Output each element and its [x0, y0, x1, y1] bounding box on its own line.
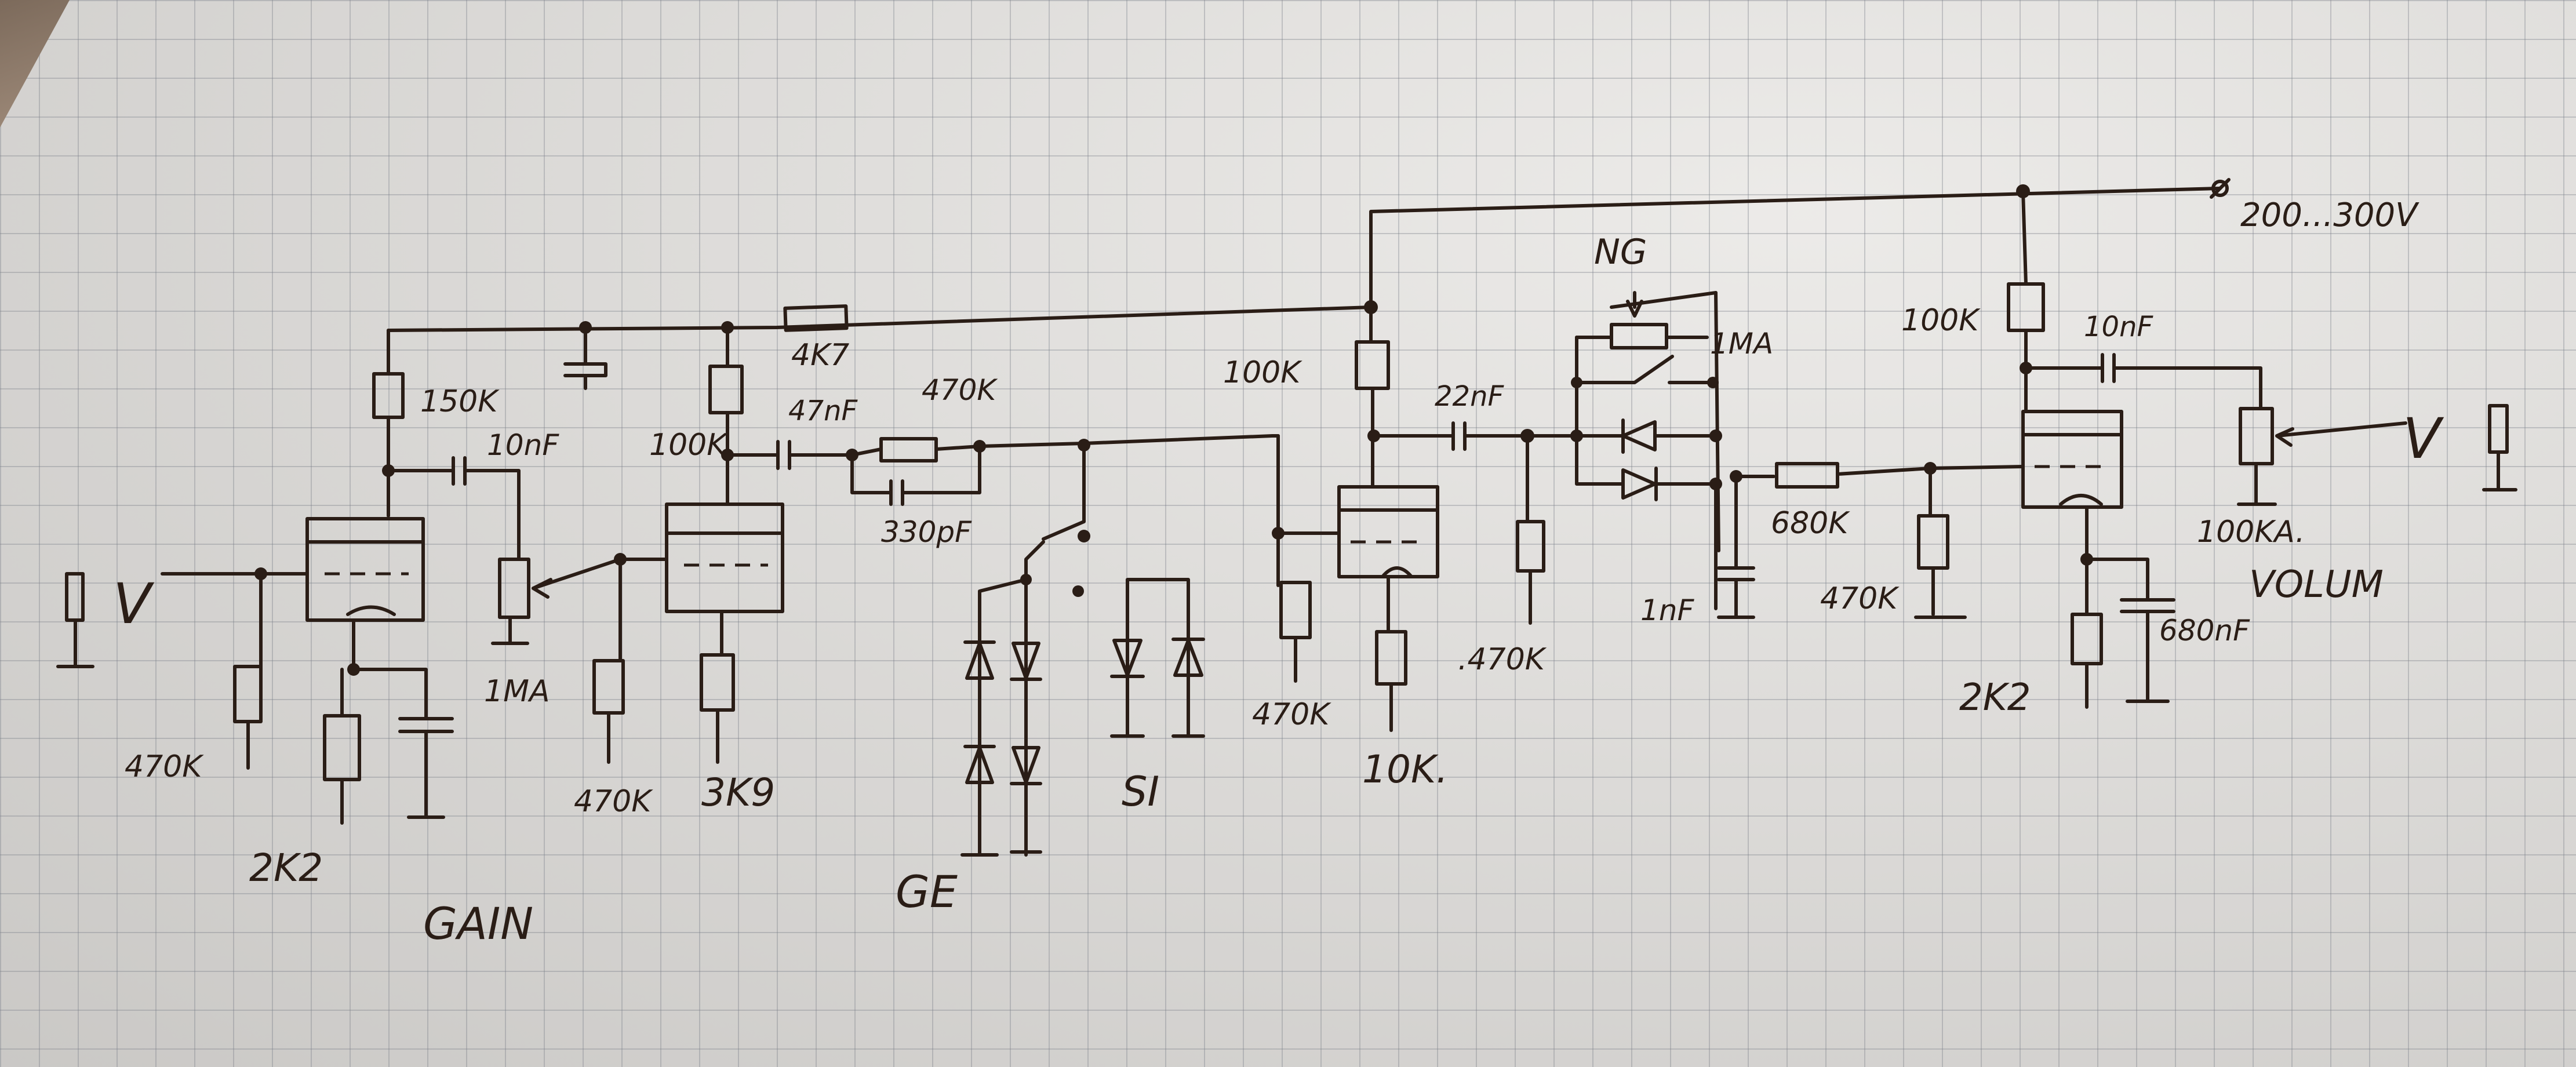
- label-100k-2: 100K: [1223, 355, 1302, 390]
- label-10k: 10K.: [1362, 747, 1448, 792]
- stage-4: 100K 10nF 2K2 680nF 100KA. VOLUM V: [1901, 190, 2517, 719]
- label-gain: GAIN: [423, 898, 533, 949]
- stage-1: 150K 10nF V 470K 2K2: [56, 326, 607, 890]
- label-2k2-1: 2K2: [249, 846, 323, 890]
- output-jack: [2488, 404, 2509, 454]
- label-supply: 200...300V: [2240, 196, 2419, 234]
- supply-terminal: [2211, 180, 2229, 197]
- label-100ka: 100KA.: [2197, 515, 2305, 549]
- resistor-3k9: [700, 653, 735, 712]
- label-470k-grid: 470K: [125, 749, 204, 784]
- label-330pf: 330pF: [881, 515, 972, 549]
- resistor-2k2-2: [2071, 613, 2103, 665]
- pot-1ma-gain: [498, 558, 530, 619]
- label-1nf: 1nF: [1640, 593, 1695, 627]
- label-100k-3: 100K: [1901, 303, 1981, 338]
- label-680k: 680K: [1771, 506, 1850, 541]
- resistor-470k-5: [1917, 514, 1949, 570]
- label-100k-1: 100K: [649, 428, 729, 463]
- resistor-2k2-1: [323, 714, 361, 781]
- label-470k-3: 470K: [1252, 697, 1331, 732]
- label-volum: VOLUM: [2249, 563, 2384, 606]
- stage-3: 470K 100K 22nF 10K. .470K: [1223, 305, 1547, 792]
- label-680nf: 680nF: [2159, 614, 2250, 647]
- label-ng: NG: [1594, 232, 1647, 272]
- resistor-680k: [1775, 462, 1839, 489]
- gain-control: 1MA GAIN: [423, 558, 622, 949]
- label-150k: 150K: [420, 384, 500, 419]
- ng-network: NG 1MA 1nF 680K 470K: [1526, 232, 1967, 627]
- clipping-section: GE SI: [896, 434, 1280, 917]
- input-jack: [65, 572, 85, 622]
- pot-1ma-ng: [1610, 323, 1668, 349]
- label-470k-4: .470K: [1458, 642, 1547, 677]
- label-1ma-ng: 1MA: [1710, 327, 1773, 360]
- input-v-glyph: V: [113, 571, 155, 636]
- output-v-glyph: V: [2403, 406, 2444, 471]
- pot-volume: [2239, 407, 2274, 465]
- resistor-100k-plate4: [2007, 282, 2045, 332]
- label-3k9: 3K9: [701, 770, 775, 815]
- resistor-100k-plate3: [1355, 340, 1390, 390]
- label-470k-2: 470K: [574, 784, 653, 819]
- label-ge: GE: [896, 866, 958, 917]
- label-2k2-2: 2K2: [1959, 676, 2031, 719]
- label-4k7: 4K7: [791, 338, 849, 373]
- label-47nf: 47nF: [788, 395, 858, 427]
- switch-contact-si: [1072, 585, 1084, 597]
- label-si: SI: [1122, 768, 1159, 815]
- resistor-470k-grid: [233, 665, 263, 723]
- junction-dot: [1571, 377, 1582, 388]
- triode-v1a: [305, 517, 425, 622]
- label-22nf: 22nF: [1435, 380, 1505, 413]
- label-470k-top: 470K: [922, 373, 998, 407]
- stage-2: 100K 47nF 470K 330pF 470K 3K9: [574, 326, 998, 819]
- triode-v2b: [2021, 410, 2123, 509]
- label-470k-5: 470K: [1820, 581, 1900, 616]
- switch-pivot: [1078, 530, 1090, 542]
- resistor-470k-3: [1279, 581, 1312, 639]
- resistor-100k-plate2: [708, 365, 744, 414]
- label-1ma-gain: 1MA: [484, 674, 550, 709]
- resistor-10k: [1375, 630, 1407, 686]
- triode-v2a: [1337, 485, 1439, 578]
- resistor-4k7: 4K7: [783, 304, 849, 373]
- triode-v1b: [665, 502, 784, 613]
- resistor-150k: [372, 372, 405, 419]
- junction-dot: [1709, 429, 1722, 442]
- resistor-470k-top: [879, 437, 938, 463]
- resistor-470k-4: [1516, 520, 1545, 573]
- resistor-470k-2: [592, 659, 625, 715]
- label-10nf-2: 10nF: [2084, 311, 2154, 343]
- label-10nf-1: 10nF: [487, 428, 559, 462]
